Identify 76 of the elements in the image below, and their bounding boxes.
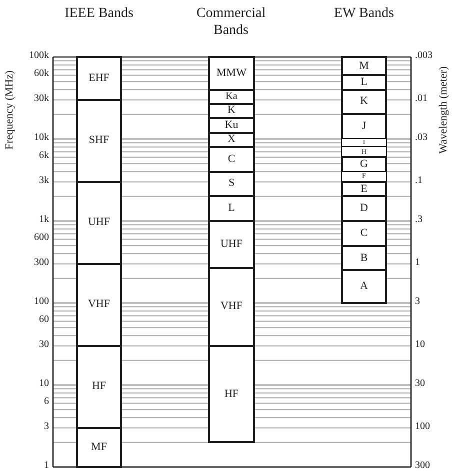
tick-label: 3k [39, 176, 49, 186]
frequency-band-box [76, 98, 122, 183]
band-name: E [360, 184, 368, 195]
tick-label: 1k [39, 215, 49, 225]
frequency-band-box [208, 220, 255, 269]
band-name: UHF [220, 238, 242, 250]
band-name: L [360, 76, 368, 88]
tick-label: 3 [44, 422, 49, 432]
column-heading: Commercial Bands [195, 5, 267, 39]
tick-label: 1 [44, 461, 49, 471]
band-name: MF [91, 442, 107, 453]
tick-label: .3 [415, 215, 422, 225]
frequency-band-box [341, 113, 387, 140]
band-name: G [360, 158, 368, 170]
axis-title: Wavelength (meter) [437, 66, 450, 154]
band-name: A [360, 281, 368, 292]
band-name: Ku [224, 120, 238, 131]
frequency-band-box [76, 56, 122, 101]
band-name: M [359, 60, 369, 72]
band-name: EHF [88, 72, 110, 84]
tick-label: 30 [415, 379, 425, 389]
frequency-band-box [76, 262, 122, 347]
tick-label: .03 [415, 133, 428, 143]
tick-label: 30k [34, 94, 49, 104]
tick-label: 100 [34, 297, 49, 307]
tick-label: 6 [44, 397, 49, 408]
band-name: UHF [88, 217, 110, 228]
frequency-band-box [341, 269, 387, 304]
band-name: B [360, 252, 368, 264]
band-name: VHF [88, 299, 110, 310]
tick-label: 1 [415, 258, 420, 268]
column-heading: EW Bands [332, 5, 395, 22]
frequency-band-box [341, 56, 387, 76]
frequency-band-box [341, 220, 387, 247]
band-name: HF [224, 388, 239, 400]
tick-label: 60k [34, 69, 49, 80]
tick-label: 10k [34, 133, 49, 143]
frequency-band-box [76, 344, 122, 429]
column-heading: IEEE Bands [64, 5, 134, 22]
band-name: VHF [220, 301, 242, 312]
tick-label: 100 [415, 422, 430, 432]
tick-label: 6k [39, 151, 49, 162]
frequency-band-box [208, 56, 255, 91]
band-name: L [228, 203, 235, 214]
tick-label: 10 [415, 340, 425, 350]
tick-label: .1 [415, 176, 422, 186]
frequency-band-box [341, 195, 387, 222]
tick-label: 10 [39, 379, 49, 389]
band-name: D [360, 203, 368, 214]
band-name: MMW [216, 68, 246, 79]
frequency-band-box [208, 195, 255, 222]
band-name: S [228, 178, 235, 190]
tick-label: 60 [39, 315, 49, 326]
band-name: K [228, 105, 236, 116]
band-name: HF [92, 381, 106, 392]
axis-title: Frequency (MHz) [3, 70, 16, 150]
band-name: C [228, 154, 236, 165]
band-name: X [228, 134, 236, 146]
band-name: J [362, 121, 366, 132]
band-name: K [360, 96, 368, 108]
frequency-band-box [208, 146, 255, 173]
frequency-band-box [208, 266, 255, 347]
band-name: Ka [226, 92, 238, 102]
tick-label: 3 [415, 297, 420, 307]
band-name: SHF [88, 135, 110, 146]
tick-label: 300 [415, 461, 430, 471]
tick-label: .003 [415, 51, 432, 61]
tick-label: 600 [34, 233, 49, 244]
frequency-band-box [76, 426, 122, 468]
frequency-band-box [208, 344, 255, 444]
tick-label: .01 [415, 94, 428, 104]
band-name: C [360, 228, 368, 239]
tick-label: 100k [29, 51, 49, 61]
tick-label: 30 [39, 340, 49, 350]
frequency-band-box [76, 180, 122, 265]
tick-label: 300 [34, 258, 49, 268]
